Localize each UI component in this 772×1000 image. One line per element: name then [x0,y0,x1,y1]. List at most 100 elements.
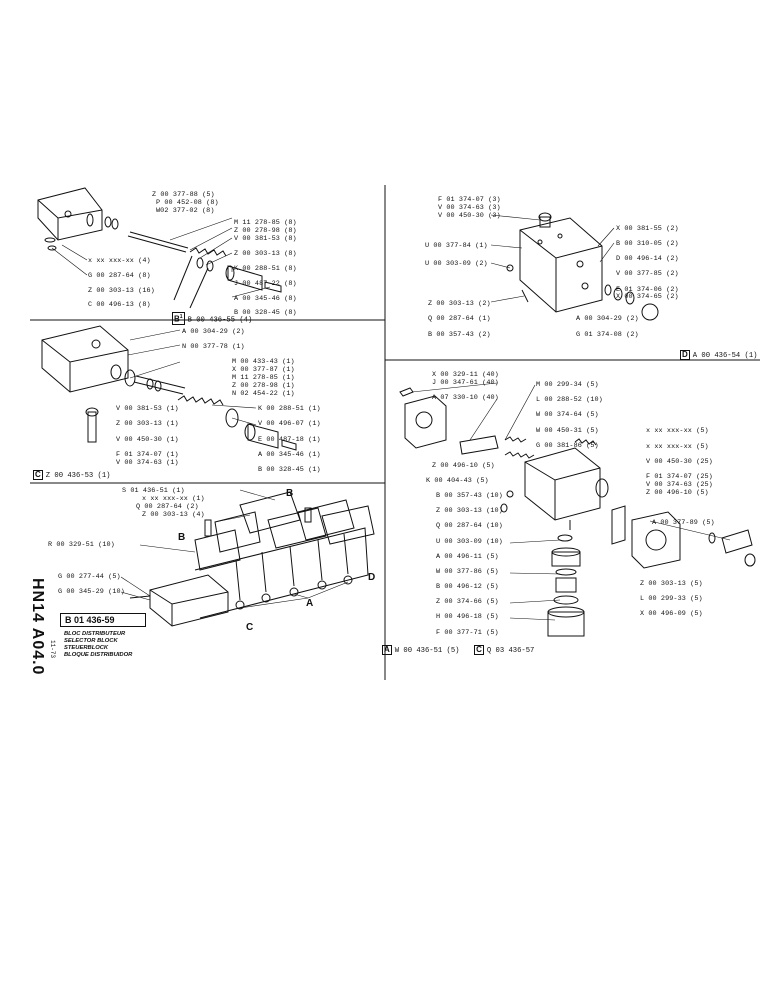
callout-letter: B [178,532,186,543]
part-label: Z 00 377-88 (5) [152,191,215,199]
part-label: K 00 288-51 (8) [234,265,297,273]
part-label: F 01 374-07 (1) [116,451,179,459]
part-label: V 00 381-53 (1) [116,405,179,413]
section-d-drawing [506,212,659,321]
section-a-drawing [399,387,756,637]
part-label: L 00 288-52 (10) [536,396,603,404]
part-label: Z 00 278-98 (1) [232,382,295,390]
part-label: x xx xxx-xx (4) [88,257,151,265]
part-label: Q 00 287-64 (1) [428,315,491,323]
part-label: M 00 433-43 (1) [232,358,295,366]
part-label: Z 00 496-10 (5) [646,489,709,497]
part-label: J 00 487-22 (8) [234,280,297,288]
part-label: V 00 381-53 (8) [234,235,297,243]
part-label: G 00 381-86 (5) [536,442,599,450]
title-line: STEUERBLOCK [64,645,109,651]
part-label: B 00 357-43 (10) [436,492,503,500]
part-label: R 00 329-51 (10) [48,541,115,549]
part-label: Z 00 303-13 (2) [428,300,491,308]
part-label: A 00 304-29 (2) [182,328,245,336]
part-label: W 00 374-64 (5) [536,411,599,419]
part-label: L 00 299-33 (5) [640,595,703,603]
part-label: V 00 374-63 (25) [646,481,713,489]
callout-letter: A [306,598,314,609]
callout-letter: D [368,572,376,583]
part-label: K 00 288-51 (1) [258,405,321,413]
part-label: Z 00 496-10 (5) [432,462,495,470]
part-label: F 01 374-07 (25) [646,473,713,481]
part-label: U 00 303-09 (10) [436,538,503,546]
part-label: Z 00 303-13 (16) [88,287,155,295]
part-label: x xx xxx-xx (1) [142,495,205,503]
part-label: X 00 381-55 (2) [616,225,679,233]
part-label: Z 00 303-13 (1) [116,420,179,428]
callout-letter: B [286,488,294,499]
part-label: Z 00 278-98 (8) [234,227,297,235]
callout-letter: C [246,622,254,633]
part-label: B 00 310-05 (2) [616,240,679,248]
part-label: Z 00 303-13 (8) [234,250,297,258]
part-label: A 07 330-10 (40) [432,394,499,402]
part-label: V 00 450-30 (3) [438,212,501,220]
part-label: U 00 377-84 (1) [425,242,488,250]
part-label: S 01 436-51 (1) [122,487,185,495]
part-label: V 00 450-30 (1) [116,436,179,444]
part-label: P 00 452-08 (8) [156,199,219,207]
section-c-drawing [41,325,297,451]
part-label: M 11 278-85 (8) [234,219,297,227]
part-label: C 00 496-13 (8) [88,301,151,309]
part-label: B 00 328-45 (8) [234,309,297,317]
part-label: G 00 277-44 (5) [58,573,121,581]
part-label: F 00 377-71 (5) [436,629,499,637]
part-label: N 02 454-22 (1) [232,390,295,398]
assembly-drawing [129,491,375,627]
part-label: X 00 329-11 (40) [432,371,499,379]
section-b-drawing [37,187,282,309]
part-label: D 00 496-14 (2) [616,255,679,263]
part-label: Z 00 303-13 (4) [142,511,205,519]
part-label: M 00 299-34 (5) [536,381,599,389]
part-label: B 00 357-43 (2) [428,331,491,339]
part-label: Z 00 303-13 (10) [436,507,503,515]
part-label: V 00 374-63 (3) [438,204,501,212]
part-label: W02 377-02 (8) [156,207,215,215]
part-label: K 00 404-43 (5) [426,477,489,485]
part-label: x xx xxx-xx (5) [646,443,709,451]
part-label: W 00 450-31 (5) [536,427,599,435]
part-label: B 00 328-45 (1) [258,466,321,474]
sheet-date: 11-73 [49,640,56,659]
part-label: E 00 487-18 (1) [258,436,321,444]
part-label: A 00 345-46 (1) [258,451,321,459]
part-label: X 00 496-09 (5) [640,610,703,618]
part-label: M 11 278-85 (1) [232,374,295,382]
part-label: x xx xxx-xx (5) [646,427,709,435]
title-line: SELECTOR BLOCK [64,638,118,644]
part-label: J 00 347-61 (40) [432,379,499,387]
part-label: Q 00 287-64 (2) [136,503,199,511]
part-label: V 00 377-85 (2) [616,270,679,278]
part-label: V 00 450-30 (25) [646,458,713,466]
part-label: H 00 496-18 (5) [436,613,499,621]
part-label: W 00 377-86 (5) [436,568,499,576]
title-line: BLOC DISTRIBUTEUR [64,631,126,637]
part-label: V 00 496-07 (1) [258,420,321,428]
part-label: V 00 374-63 (1) [116,459,179,467]
part-label: Q 00 287-64 (10) [436,522,503,530]
part-label: Z 00 303-13 (5) [640,580,703,588]
part-label: X 00 374-65 (2) [616,293,679,301]
part-label: G 01 374-08 (2) [576,331,639,339]
part-label: G 00 287-64 (8) [88,272,151,280]
part-label: B 00 496-12 (5) [436,583,499,591]
part-label: N 00 377-78 (1) [182,343,245,351]
part-label: A 00 345-46 (8) [234,295,297,303]
part-label: E 01 374-06 (2) [616,286,679,294]
part-label: A 00 496-11 (5) [436,553,499,561]
part-label: A 00 377-89 (5) [652,519,715,527]
part-label: Z 00 374-66 (5) [436,598,499,606]
sheet-code: HN14 A04.0 [29,578,46,676]
title-line: BLOQUE DISTRIBUIDOR [64,652,133,658]
